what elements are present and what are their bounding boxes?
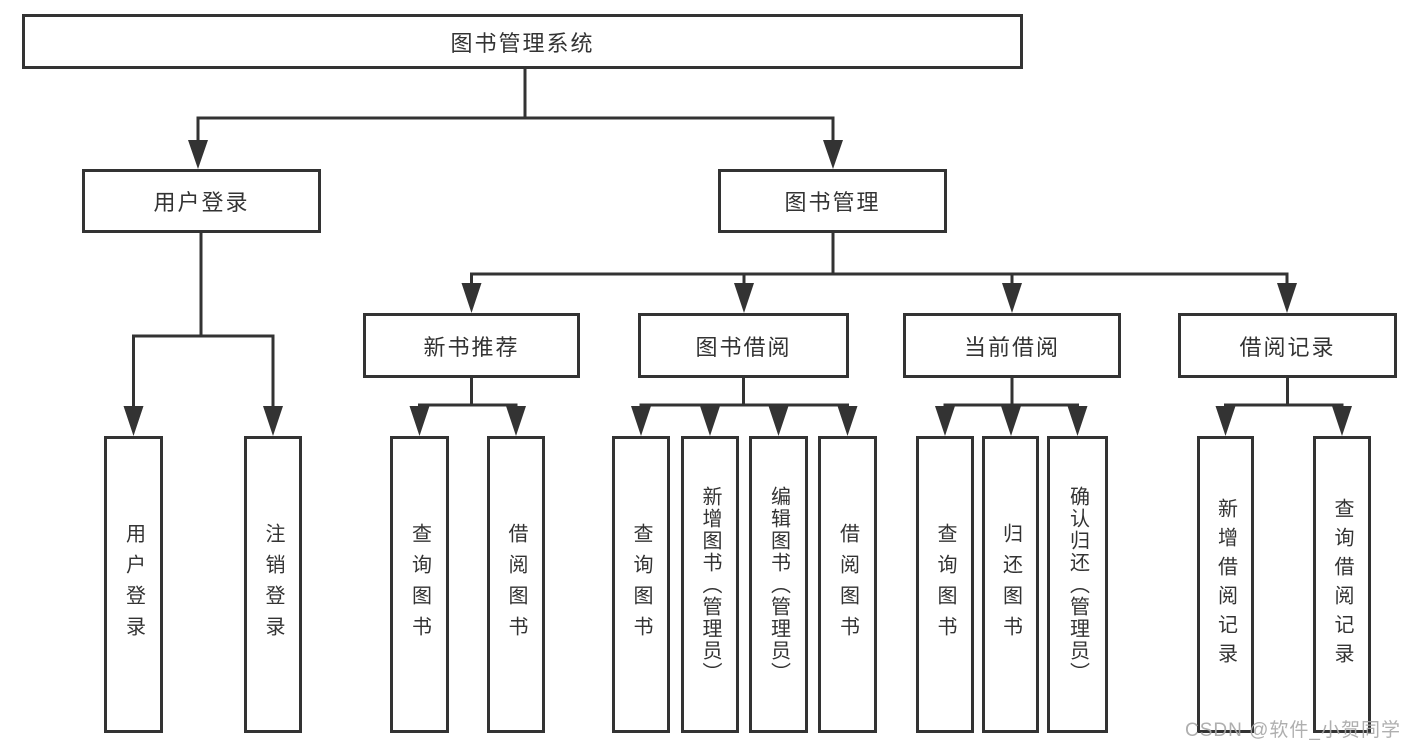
arrowhead: [409, 406, 430, 436]
connector-book-borrow-to-leaves: [631, 378, 858, 436]
connector-root-to-level2: [188, 68, 843, 169]
node-label: 图书管理系统: [450, 30, 595, 56]
arrowhead: [837, 406, 858, 436]
leaf-logout-login: 注销登录: [244, 436, 302, 733]
connector-book-mgmt-to-level3: [461, 232, 1297, 313]
leaf-query-books-2: 查询图书: [612, 436, 670, 733]
connector-current-borrow-to-leaves: [935, 378, 1088, 436]
leaf-confirm-return-admin: 确认归还（管理员）: [1047, 436, 1108, 733]
node-new-book-recommend: 新书推荐: [363, 313, 580, 378]
leaf-user-login: 用户登录: [104, 436, 163, 733]
csdn-watermark: CSDN @软件_小贺同学: [1185, 720, 1401, 741]
arrowhead: [700, 406, 720, 436]
node-label: 归还图书: [999, 522, 1022, 647]
node-label: 新增借阅记录: [1214, 497, 1237, 672]
node-label: 图书管理: [784, 190, 881, 215]
arrowhead: [1277, 283, 1297, 313]
node-label: 新增图书（管理员）: [699, 485, 721, 684]
arrowhead: [823, 140, 843, 169]
node-label: 查询图书: [408, 522, 431, 647]
node-library-management-system: 图书管理系统: [22, 14, 1023, 69]
arrowhead: [1332, 406, 1352, 436]
arrowhead: [631, 406, 651, 436]
arrowhead: [935, 406, 955, 436]
connector-borrow-record-to-leaves: [1215, 378, 1352, 436]
arrowhead: [1002, 283, 1022, 313]
node-current-borrowing: 当前借阅: [903, 313, 1121, 378]
leaf-return-books: 归还图书: [982, 436, 1039, 733]
node-label: 查询借阅记录: [1331, 497, 1353, 672]
node-label: 用户登录: [153, 190, 250, 215]
node-label: 借阅图书: [505, 522, 527, 647]
connector-user-login-to-leaves: [123, 232, 283, 436]
node-label: 查询图书: [934, 522, 956, 647]
node-label: 借阅图书: [836, 522, 859, 647]
node-label: 确认归还（管理员）: [1066, 485, 1089, 684]
arrowhead: [123, 406, 144, 436]
leaf-borrow-books: 借阅图书: [487, 436, 545, 733]
arrowhead: [1001, 406, 1021, 436]
node-user-login: 用户登录: [82, 169, 321, 233]
arrowhead: [461, 283, 482, 313]
node-label: 图书借阅: [695, 334, 792, 360]
leaf-query-books: 查询图书: [390, 436, 449, 733]
arrowhead: [1067, 406, 1088, 436]
arrowhead: [734, 283, 754, 313]
node-label: 编辑图书（管理员）: [767, 485, 790, 684]
node-label: 注销登录: [262, 522, 284, 647]
node-label: 当前借阅: [963, 334, 1060, 360]
arrowhead: [188, 140, 208, 169]
leaf-edit-books-admin: 编辑图书（管理员）: [749, 436, 808, 733]
leaf-query-books-3: 查询图书: [916, 436, 974, 733]
node-label: 借阅记录: [1239, 334, 1336, 360]
arrowhead: [768, 406, 789, 436]
node-book-management: 图书管理: [718, 169, 947, 233]
leaf-add-books-admin: 新增图书（管理员）: [681, 436, 739, 733]
leaf-query-borrow-record: 查询借阅记录: [1313, 436, 1371, 733]
node-label: 新书推荐: [423, 334, 520, 360]
connector-new-book-to-leaves: [409, 378, 526, 436]
node-label: 用户登录: [122, 522, 145, 647]
arrowhead: [1215, 406, 1236, 436]
node-borrowing-records: 借阅记录: [1178, 313, 1397, 378]
arrowhead: [506, 406, 526, 436]
node-book-borrowing: 图书借阅: [638, 313, 849, 378]
node-label: 查询图书: [630, 522, 652, 647]
arrowhead: [263, 406, 283, 436]
leaf-add-borrow-record: 新增借阅记录: [1197, 436, 1254, 733]
leaf-borrow-books-2: 借阅图书: [818, 436, 877, 733]
